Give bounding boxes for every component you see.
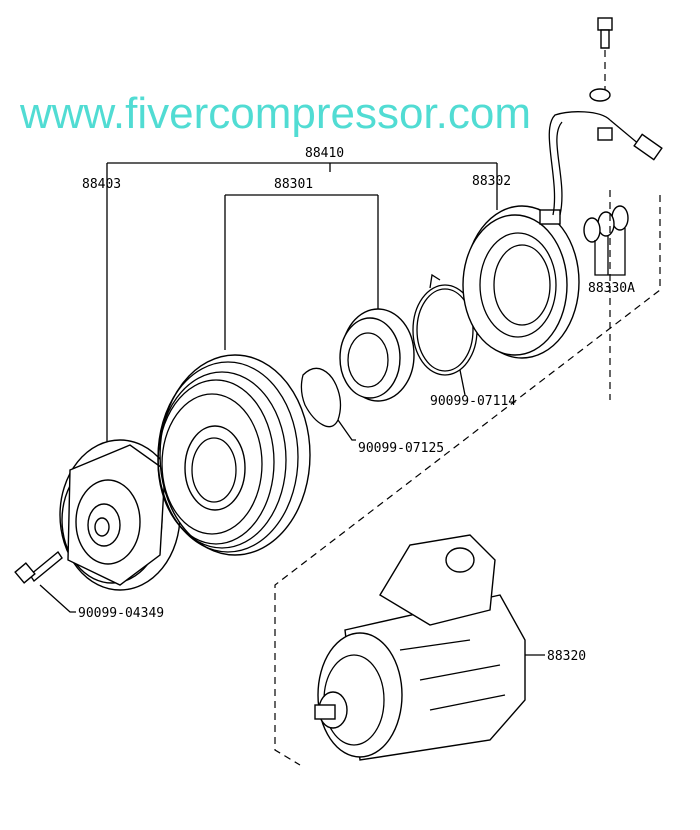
snap-ring-outer-part — [412, 273, 478, 396]
harness-part — [548, 17, 663, 216]
shim-part — [583, 205, 629, 276]
bolt-part — [14, 550, 76, 613]
assembly-bracket — [106, 162, 498, 450]
label-88301: 88301 — [274, 177, 313, 192]
label-88403: 88403 — [82, 177, 121, 192]
snap-ring-inner-part — [300, 367, 356, 441]
assembly-dash-lines — [274, 190, 661, 766]
label-88330A: 88330A — [588, 281, 635, 296]
compressor-part — [314, 534, 545, 761]
pressure-plate-part — [59, 439, 181, 591]
label-90099-04349: 90099-04349 — [78, 606, 164, 621]
label-90099-07125: 90099-07125 — [358, 441, 444, 456]
stator-coil-part — [462, 205, 580, 359]
label-90099-07114: 90099-07114 — [430, 394, 516, 409]
label-88302: 88302 — [472, 174, 511, 189]
bearing-part — [339, 308, 415, 402]
label-88320: 88320 — [547, 649, 586, 664]
watermark: www.fivercompressor.com — [19, 89, 531, 138]
pulley-part — [157, 354, 311, 556]
label-88410: 88410 — [305, 146, 344, 161]
